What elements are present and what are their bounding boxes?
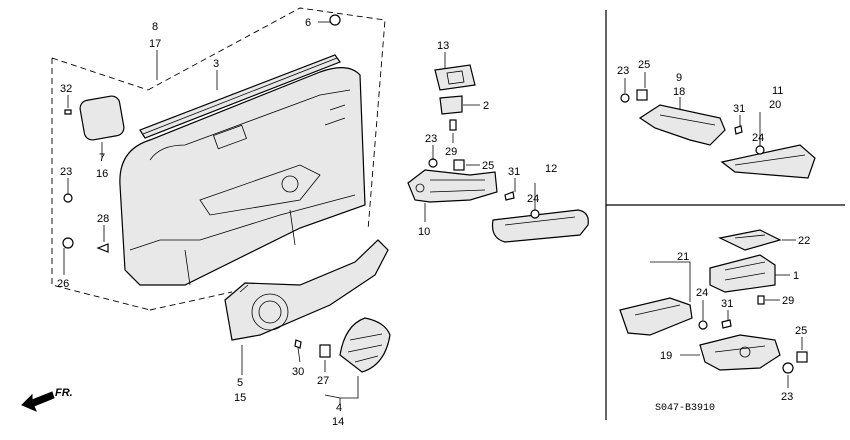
callout-28: 28 [97, 213, 109, 225]
cover-cap [79, 95, 125, 141]
callout-5: 5 [237, 377, 243, 389]
leader-lines [63, 21, 803, 405]
assembly-outline [51, 7, 386, 311]
callout-7: 7 [99, 152, 105, 164]
callout-26: 26 [57, 278, 69, 290]
callout-13: 13 [437, 40, 449, 52]
diagram-code: S047-B3910 [655, 403, 715, 414]
callout-31-center: 31 [508, 166, 520, 178]
callout-29-center: 29 [445, 146, 457, 158]
callout-25-right-top: 25 [638, 59, 650, 71]
callout-23-right-top: 23 [617, 65, 629, 77]
callout-32: 32 [60, 83, 72, 95]
callout-22: 22 [798, 235, 810, 247]
callout-17: 17 [149, 38, 161, 50]
callout-24-center: 24 [527, 193, 539, 205]
callout-labels: 8 17 3 6 32 7 16 23 28 26 13 2 23 29 25 … [57, 17, 810, 428]
inner-handle-base-front [699, 334, 781, 371]
callout-14: 14 [332, 416, 344, 428]
inner-handle-base [407, 169, 498, 203]
front-direction-label: FR. [55, 387, 73, 399]
callout-2: 2 [483, 100, 489, 112]
callout-9: 9 [676, 72, 682, 84]
callout-27: 27 [317, 375, 329, 387]
callout-23-right-bottom: 23 [781, 391, 793, 403]
callout-24-right-top: 24 [752, 132, 764, 144]
callout-25-center: 25 [482, 160, 494, 172]
front-arrow-icon [21, 391, 55, 412]
callout-24-right-bottom: 24 [696, 287, 708, 299]
callout-1: 1 [793, 270, 799, 282]
callout-31-right-top: 31 [733, 103, 745, 115]
callout-31-right-bottom: 31 [721, 298, 733, 310]
callout-30: 30 [292, 366, 304, 378]
callout-12: 12 [545, 163, 557, 175]
fastener-set-right-top [620, 89, 765, 155]
callout-8: 8 [152, 21, 158, 33]
clip-bracket [439, 95, 463, 115]
pull-handle-rear [720, 144, 816, 179]
callout-3: 3 [213, 58, 219, 70]
callout-25-right-bottom: 25 [795, 325, 807, 337]
pull-handle-front [619, 297, 693, 336]
door-lining-panel [119, 67, 366, 286]
callout-29-right-bottom: 29 [782, 295, 794, 307]
switch-bezel-rear [718, 229, 782, 251]
fastener-set-center [428, 119, 540, 219]
callout-19: 19 [660, 350, 672, 362]
speaker-grille [339, 317, 391, 373]
callout-15: 15 [234, 392, 246, 404]
power-window-switch [709, 254, 776, 293]
callout-11: 11 [772, 85, 783, 97]
callout-10: 10 [418, 226, 430, 238]
fastener-set-right-bottom [698, 295, 808, 374]
switch-bezel [434, 64, 476, 91]
callout-18: 18 [673, 86, 685, 98]
inner-handle-base-rear [638, 104, 726, 146]
callout-23-left: 23 [60, 166, 72, 178]
callout-23-center: 23 [425, 133, 437, 145]
callout-6: 6 [305, 17, 311, 29]
armrest-pocket [224, 239, 389, 341]
callout-21: 21 [677, 251, 689, 263]
callout-16: 16 [96, 168, 108, 180]
front-direction-indicator: FR. [21, 387, 73, 412]
callout-20: 20 [769, 99, 781, 111]
callout-4: 4 [336, 402, 342, 414]
weatherstrip [139, 54, 341, 139]
pull-handle [491, 209, 589, 243]
